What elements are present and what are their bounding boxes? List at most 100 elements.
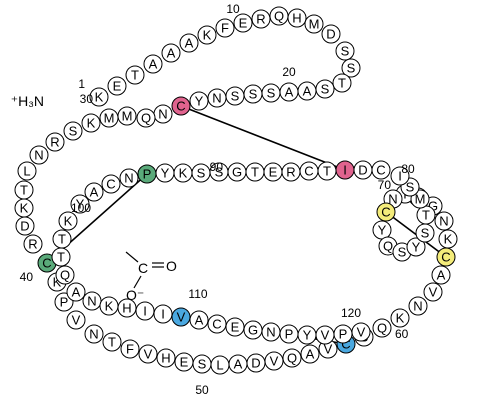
residue-105: N [82,291,102,311]
residue-letter: R [50,135,59,150]
residue-28: Q [136,108,156,128]
residue-letter: K [64,214,73,229]
residue-letter: E [269,165,278,180]
residue-letter: K [87,116,96,131]
residue-letter: N [124,171,133,186]
residue-circle [321,24,341,44]
residue-circle [233,13,253,33]
residue-letter: S [198,357,207,372]
residue-letter: S [321,82,330,97]
residue-48: H [156,348,176,368]
residue-44: N [84,324,104,344]
residue-letter: R [256,12,265,27]
residue-4: A [143,54,163,74]
residue-letter: P [339,327,348,342]
residue-letter: A [303,84,312,99]
residue-17: T [332,73,352,93]
residue-letter: V [357,325,366,340]
residue-circle [107,76,127,96]
residue-letter: Y [412,240,421,255]
residue-circle [431,265,451,285]
residue-39: R [23,234,43,254]
residue-78: T [416,205,436,225]
residue-circle [143,54,163,74]
residue-52: A [228,354,248,374]
residue-circle [84,324,104,344]
residue-letter: S [347,61,356,76]
residue-76: Y [406,237,426,257]
residue-49: E [174,352,194,372]
residue-letter: D [358,163,367,178]
residue-circle [81,113,101,133]
residue-37: K [14,198,34,218]
residue-letter: I [161,307,165,322]
residue-11: Q [269,6,289,26]
residue-letter: D [251,356,260,371]
residue-45: T [102,332,122,352]
residue-letter: A [72,285,81,300]
residue-letter: S [398,245,407,260]
residue-3: T [125,65,145,85]
residue-letter: T [251,165,259,180]
residue-number-40: 40 [20,270,34,284]
residue-93: K [173,163,193,183]
residue-53: D [246,353,266,373]
residue-letter: C [441,250,450,265]
residue-letter: C [381,205,390,220]
residue-letter: N [89,327,98,342]
residue-letter: I [398,169,402,184]
residue-117: Y [297,325,317,345]
residue-letter: K [105,299,114,314]
residue-83: D [353,160,373,180]
residue-114: G [243,320,263,340]
residue-letter: C [304,164,313,179]
residue-letter: Y [378,223,387,238]
residue-circle [189,91,209,111]
residue-letter: N [158,107,167,122]
residue-8: F [215,18,235,38]
residue-60: Q [372,318,392,338]
residue-letter: G [232,165,242,180]
residue-circle [136,108,156,128]
residue-letter: F [126,342,134,357]
residue-29: M [117,106,137,126]
residue-77: S [415,223,435,243]
residue-number-110: 110 [188,287,207,301]
n-terminus-label: ⁺H₃N [11,93,44,109]
residue-86: C [299,161,319,181]
residue-64: A [431,265,451,285]
residue-letter: L [23,164,30,179]
residue-letter: S [421,226,430,241]
residue-letter: N [388,192,397,207]
residue-letter: D [326,27,335,42]
residue-108: I [135,301,155,321]
residue-96: N [119,168,139,188]
residue-letter: T [57,250,65,265]
residue-circle [390,308,410,328]
residue-letter: Q [274,9,284,24]
residue-letter: S [69,124,78,139]
residue-19: A [297,81,317,101]
residue-73: Y [372,220,392,240]
residue-9: E [233,13,253,33]
residue-46: F [120,339,140,359]
residue-84: I [335,160,355,180]
residue-100: K [58,211,78,231]
residue-98: A [84,182,104,202]
residue-letter: R [28,237,37,252]
residue-letter: Y [303,328,312,343]
residue-letter: E [239,16,248,31]
residue-circle [23,234,43,254]
residue-letter: S [341,44,350,59]
residue-letter: P [285,327,294,342]
residue-circle [287,8,307,28]
residue-letter: Q [287,351,297,366]
residue-circle [376,202,396,222]
residue-number-80: 80 [401,162,415,176]
residue-letter: M [309,17,320,32]
residue-letter: P [60,295,69,310]
residue-letter: V [429,285,438,300]
residue-circle [120,339,140,359]
